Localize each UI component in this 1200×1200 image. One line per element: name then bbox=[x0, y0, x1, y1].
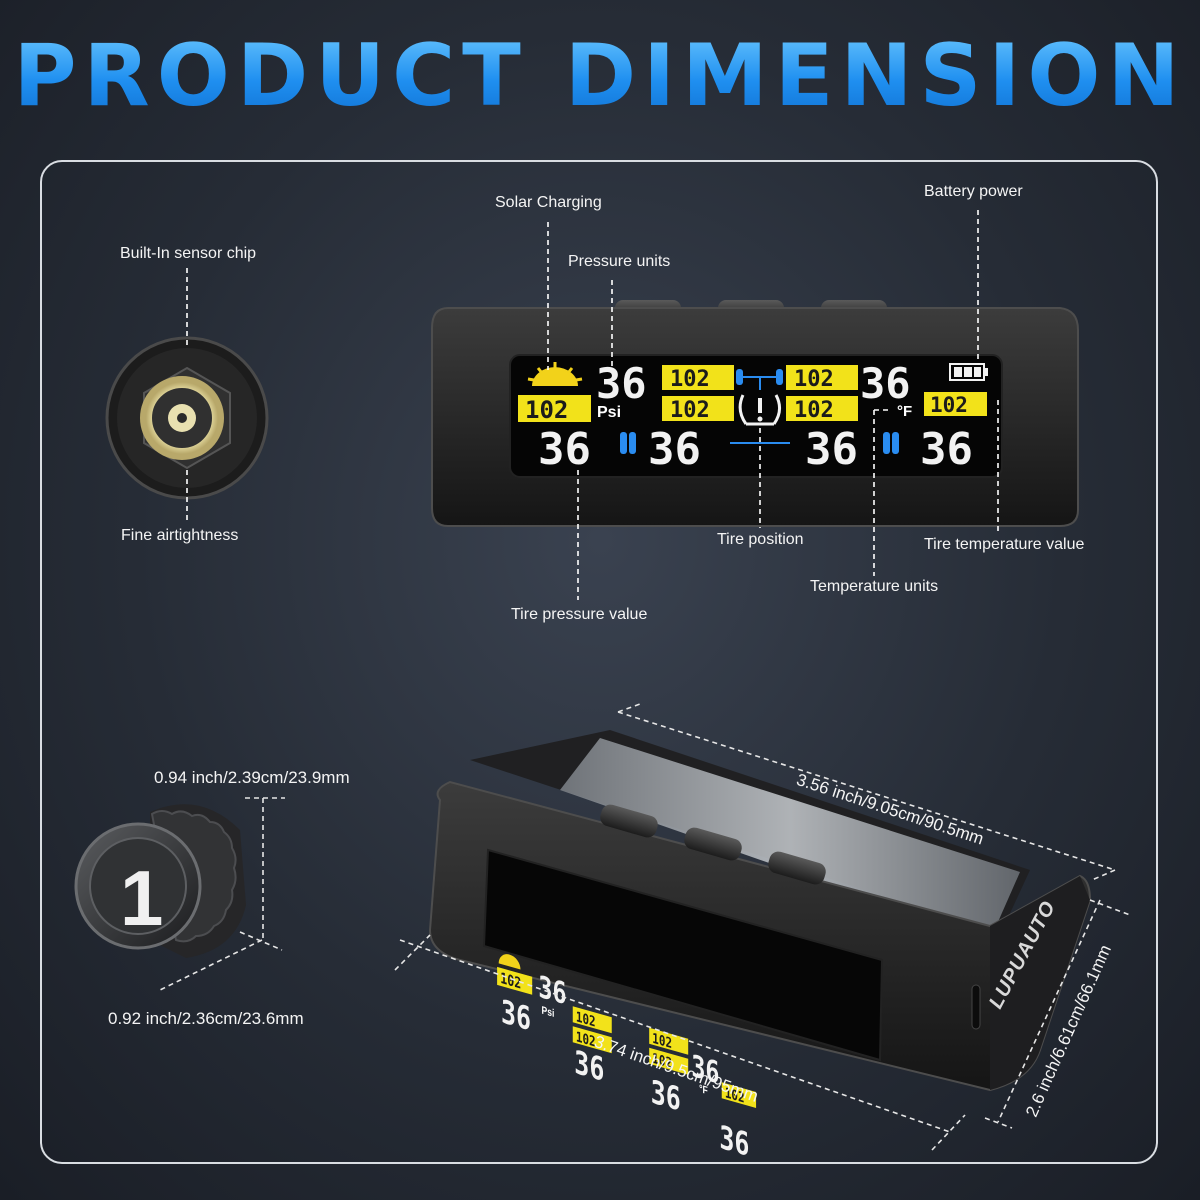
label-temperature-units: Temperature units bbox=[810, 578, 939, 595]
pressure-front-left: 36 bbox=[596, 359, 647, 408]
pressure-rear-right: 36 bbox=[920, 424, 973, 475]
small-temp-6: 102 bbox=[725, 1085, 745, 1107]
pressure-rear-left: 36 bbox=[538, 424, 591, 475]
label-built-in-chip: Built-In sensor chip bbox=[120, 245, 257, 262]
page-title: PRODUCT DIMENSION bbox=[0, 26, 1200, 126]
temp-slot-1: 102 bbox=[670, 367, 710, 392]
small-pressure-2: 36 bbox=[501, 992, 531, 1038]
temp-front-right: 102 bbox=[930, 393, 968, 417]
label-tire-position: Tire position bbox=[717, 531, 804, 548]
small-pressure-1: 36 bbox=[538, 970, 566, 1012]
lcd-display: 36 102 Psi 102 102 102 102 36 °F bbox=[518, 359, 988, 475]
callout-lines bbox=[186, 210, 999, 600]
small-pressure-4: 36 bbox=[691, 1049, 719, 1091]
dim-sensor-width: 0.92 inch/2.36cm/23.6mm bbox=[108, 1009, 304, 1028]
small-temp-2: 102 bbox=[576, 1009, 596, 1031]
temp-slot-2: 102 bbox=[670, 398, 710, 423]
label-tire-pressure-value: Tire pressure value bbox=[511, 606, 648, 623]
temp-slot-4: 102 bbox=[794, 398, 834, 423]
small-temp-5: 102 bbox=[652, 1051, 672, 1073]
pressure-rear-right-2: 36 bbox=[805, 424, 858, 475]
small-pressure-unit: Psi bbox=[542, 1005, 555, 1021]
content-frame bbox=[40, 160, 1158, 1164]
pressure-front-right: 36 bbox=[860, 359, 911, 408]
label-solar-charging: Solar Charging bbox=[495, 194, 602, 211]
sun-icon bbox=[527, 362, 583, 386]
small-pressure-6: 36 bbox=[719, 1118, 749, 1164]
temp-front-left: 102 bbox=[525, 396, 568, 424]
label-pressure-units: Pressure units bbox=[568, 253, 671, 270]
label-fine-airtightness: Fine airtightness bbox=[121, 527, 239, 544]
small-temp-3: 102 bbox=[576, 1029, 596, 1051]
small-temp-4: 102 bbox=[652, 1031, 672, 1053]
small-temp-1: 102 bbox=[500, 970, 521, 994]
lcd-display-small: 102 36 Psi 36 102 102 36 102 102 36 °F 1… bbox=[497, 954, 757, 1164]
sensor-number: 1 bbox=[120, 854, 163, 942]
tpms-warning-icon bbox=[738, 394, 781, 426]
temp-slot-3: 102 bbox=[794, 367, 834, 392]
small-temp-unit: °F bbox=[699, 1083, 708, 1098]
dim-sensor-height: 0.94 inch/2.39cm/23.9mm bbox=[154, 768, 350, 787]
label-battery-power: Battery power bbox=[924, 183, 1023, 200]
sensor-side-image: 1 bbox=[74, 804, 246, 958]
sensor-front-image bbox=[105, 336, 269, 500]
temp-unit: °F bbox=[897, 403, 912, 420]
pressure-unit: Psi bbox=[597, 404, 621, 421]
small-pressure-5: 36 bbox=[651, 1073, 681, 1119]
label-tire-temperature-value: Tire temperature value bbox=[924, 536, 1085, 553]
small-pressure-3: 36 bbox=[574, 1043, 604, 1089]
monitor-perspective-image: LUPUAUTO 102 36 Psi 36 102 102 36 102 10… bbox=[428, 730, 1092, 1164]
pressure-rear-left-2: 36 bbox=[648, 424, 701, 475]
dimension-lines bbox=[159, 703, 1131, 1151]
battery-icon bbox=[949, 363, 988, 381]
